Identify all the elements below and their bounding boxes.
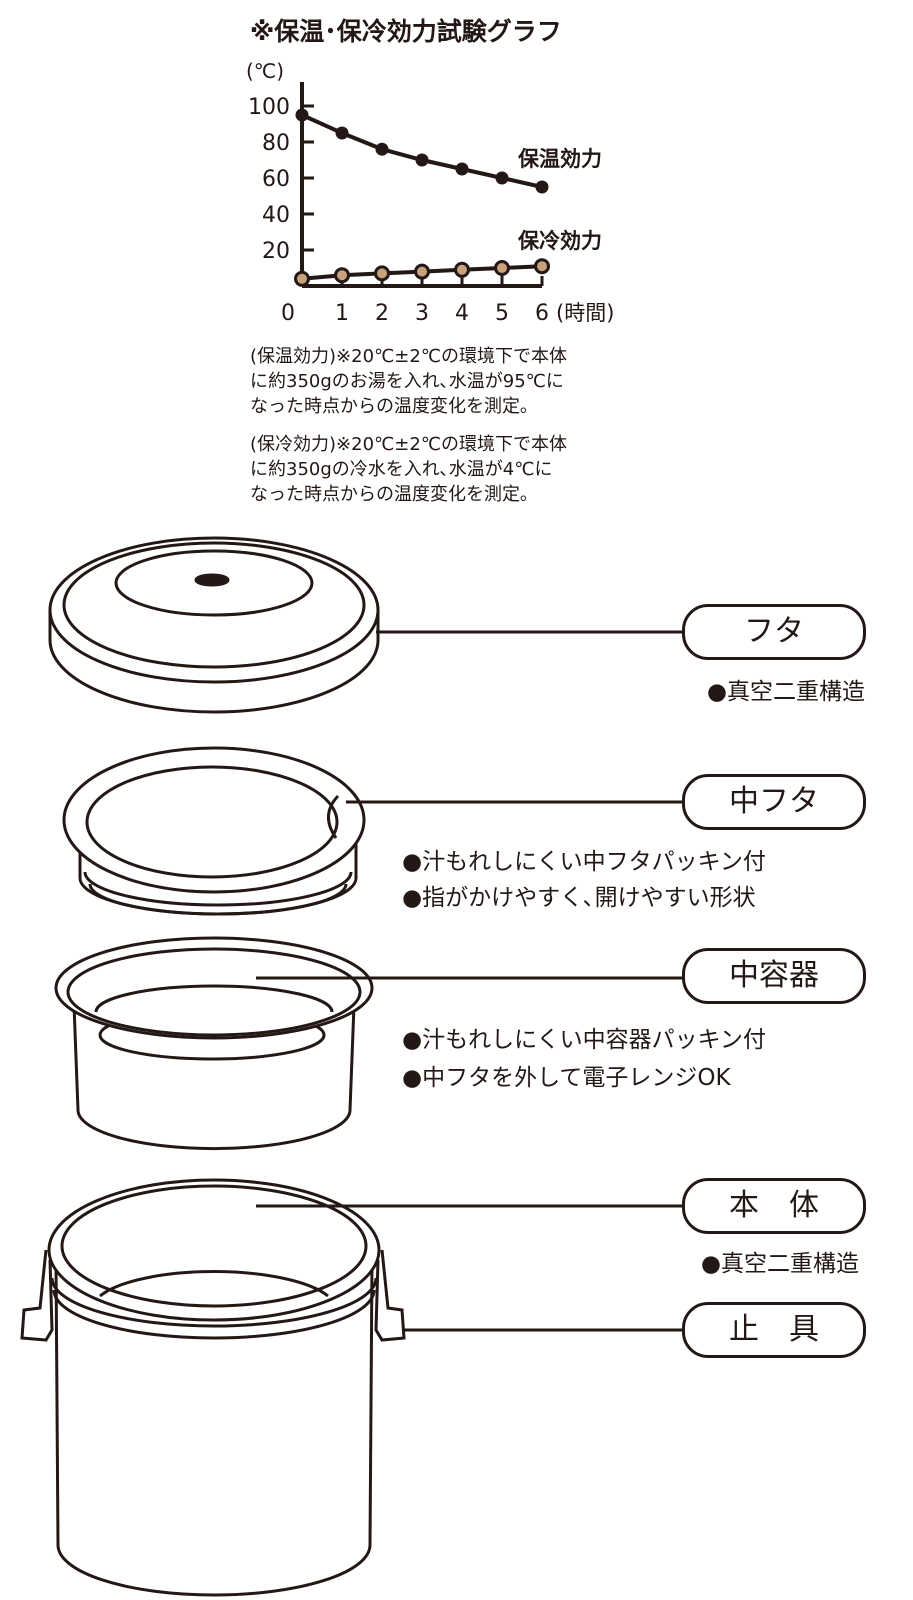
x-tick-label: 0 xyxy=(281,301,295,326)
data-point xyxy=(495,171,509,185)
series-label: 保温効力 xyxy=(517,147,602,171)
data-point xyxy=(534,258,550,275)
y-tick-label: 80 xyxy=(262,131,290,156)
data-point xyxy=(454,261,470,278)
x-tick-label: 3 xyxy=(415,301,429,326)
data-point xyxy=(494,260,510,276)
part-feature: ●真空二重構造 xyxy=(706,679,865,705)
y-tick-label: 100 xyxy=(248,95,290,120)
data-point xyxy=(415,153,429,167)
data-point xyxy=(294,270,310,287)
y-tick-label: 40 xyxy=(262,203,290,228)
note-line: なった時点からの温度変化を測定｡ xyxy=(250,484,529,505)
note-line: (保温効力)※20℃±2℃の環境下で本体 xyxy=(250,346,567,367)
data-point xyxy=(335,126,349,140)
part-feature: ●指がかけやすく､開けやすい形状 xyxy=(402,885,756,911)
note-cold: (保冷効力)※20℃±2℃の環境下で本体 に約350gの冷水を入れ､水温が4℃に… xyxy=(250,432,567,507)
x-tick-label: 4 xyxy=(455,301,469,326)
x-tick-label: 1 xyxy=(335,301,349,326)
data-point xyxy=(535,180,549,194)
part-feature: ●汁もれしにくい中フタパッキン付 xyxy=(402,849,766,875)
data-point xyxy=(295,108,309,122)
note-line: に約350gのお湯を入れ､水温が95℃に xyxy=(250,371,564,392)
part-feature: ●真空二重構造 xyxy=(700,1251,859,1277)
clasp-illustration xyxy=(20,1249,684,1342)
data-point xyxy=(334,267,350,284)
inner-container-illustration xyxy=(54,936,684,1151)
x-tick-label: 6 xyxy=(535,301,549,326)
part-label-clasp: 止 具 xyxy=(682,1302,866,1358)
series-label: 保冷効力 xyxy=(517,229,602,253)
part-label-inner-container: 中容器 xyxy=(682,948,866,1004)
x-tick-label: 5 xyxy=(495,301,509,326)
part-label-lid: フタ xyxy=(682,604,866,660)
data-point xyxy=(455,162,469,176)
lunch-jar-illustration xyxy=(20,536,684,1597)
part-feature: ●汁もれしにくい中容器パッキン付 xyxy=(402,1027,766,1053)
x-tick-label: 2 xyxy=(375,301,389,326)
body-illustration xyxy=(47,1178,684,1597)
part-label-inner-lid: 中フタ xyxy=(682,774,866,830)
y-axis-label: (℃) xyxy=(246,59,284,83)
part-feature: ●中フタを外して電子レンジOK xyxy=(402,1065,731,1091)
note-line: なった時点からの温度変化を測定｡ xyxy=(250,396,529,417)
lid-illustration xyxy=(48,536,684,714)
inner-lid-illustration xyxy=(62,746,684,916)
note-heat: (保温効力)※20℃±2℃の環境下で本体 に約350gのお湯を入れ､水温が95℃… xyxy=(250,344,567,419)
data-point xyxy=(414,263,430,280)
note-line: (保冷効力)※20℃±2℃の環境下で本体 xyxy=(250,434,567,455)
y-tick-label: 20 xyxy=(262,239,290,264)
x-axis-label: (時間) xyxy=(556,301,614,325)
y-tick-label: 60 xyxy=(262,167,290,192)
data-point xyxy=(374,265,390,282)
note-line: に約350gの冷水を入れ､水温が4℃に xyxy=(250,459,553,480)
part-label-body: 本 体 xyxy=(682,1178,866,1234)
data-point xyxy=(375,142,389,156)
chart-title: ※保温･保冷効力試験グラフ xyxy=(250,17,562,46)
